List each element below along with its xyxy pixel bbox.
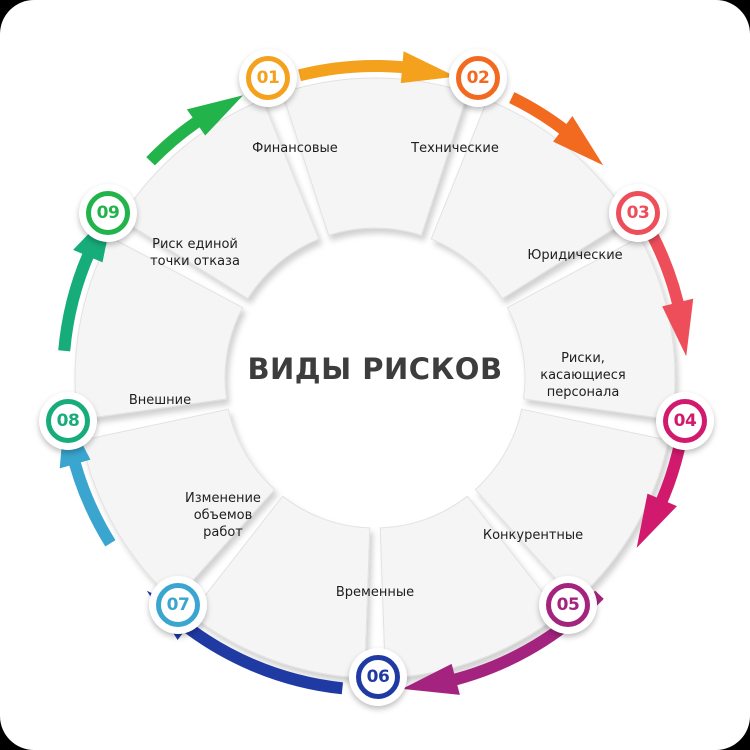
badge-ring: 09 [86,191,130,235]
badge-ring: 04 [663,399,707,443]
arrow-head-icon [662,298,694,357]
risk-label-09: Риск единой точки отказа [150,237,240,269]
badge-ring: 06 [356,655,400,699]
arrow-head-icon [402,663,460,695]
arrow-head-icon [400,51,456,84]
risk-label-05: Конкурентные [482,527,584,543]
risk-label-03: Юридические [527,247,623,263]
segment-panel [281,77,469,236]
risk-label-08: Внешние [128,392,192,408]
badge-ring: 07 [156,583,200,627]
step-number: 07 [166,595,190,615]
badge-ring: 03 [616,191,660,235]
step-badge-02: 02 [449,49,507,107]
step-badge-06: 06 [349,648,407,706]
step-number: 08 [56,411,80,431]
badge-ring: 08 [46,399,90,443]
diagram-title: ВИДЫ РИСКОВ [247,352,503,386]
risk-label-01: Финансовые [252,140,338,156]
risk-label-07: Изменение объемов работ [185,490,261,540]
step-number: 09 [96,203,120,223]
step-number: 03 [626,203,650,223]
step-badge-09: 09 [79,184,137,242]
step-badge-03: 03 [609,184,667,242]
step-number: 04 [673,411,697,431]
badge-ring: 01 [246,56,290,100]
badge-ring: 02 [456,56,500,100]
step-number: 05 [556,595,580,615]
badge-ring: 05 [546,583,590,627]
step-number: 06 [366,667,390,687]
risk-label-02: Технические [411,140,499,156]
risk-label-06: Временные [335,584,415,600]
step-badge-05: 05 [539,576,597,634]
arrow-head-icon [636,493,677,548]
step-badge-08: 08 [39,392,97,450]
segment-panel [119,99,320,300]
arrow-head-icon [186,95,244,136]
step-badge-01: 01 [239,49,297,107]
connector-arc [298,60,420,82]
step-badge-07: 07 [149,576,207,634]
step-badge-04: 04 [656,392,714,450]
arrow-head-icon [553,116,604,166]
step-number: 01 [256,68,280,88]
step-number: 02 [466,68,490,88]
risk-label-04: Риски, касающиеся персонала [540,350,626,400]
